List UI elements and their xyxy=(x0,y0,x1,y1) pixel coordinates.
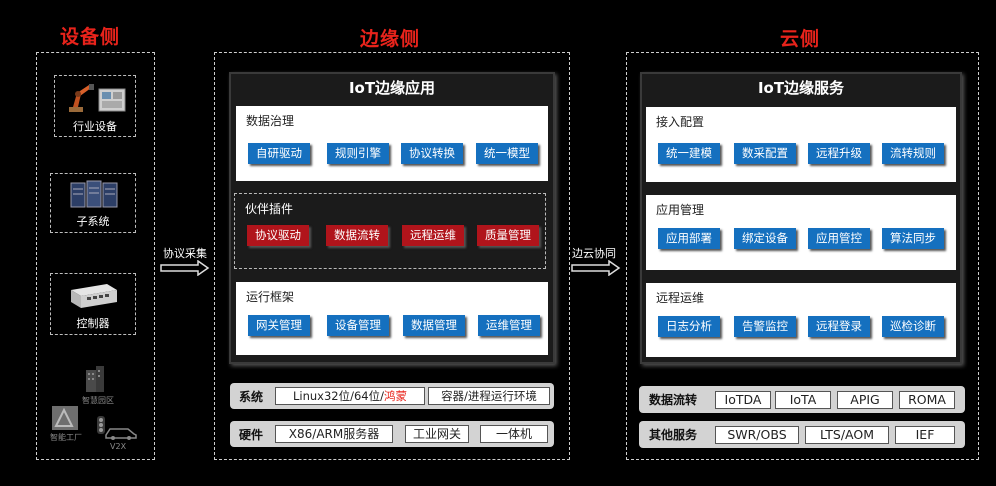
hardware-bar-label: 硬件 xyxy=(239,427,264,442)
chip-remote-upgrade: 远程升级 xyxy=(808,143,870,164)
hardware-bar: 硬件 X86/ARM服务器 工业网关 一体机 xyxy=(230,421,554,447)
hardware-server-cell: X86/ARM服务器 xyxy=(275,425,393,443)
smart-park-building-icon xyxy=(86,366,104,392)
chip-remote-login: 远程登录 xyxy=(808,316,870,337)
v2x-label: V2X xyxy=(110,442,127,451)
data-flow-bar: 数据流转 IoTDA IoTA APIG ROMA xyxy=(639,386,965,413)
system-bar: 系统 Linux32位/64位/鸿蒙 容器/进程运行环境 xyxy=(230,383,554,409)
device-side-container xyxy=(36,52,155,460)
protocol-collect-label: 协议采集 xyxy=(163,247,207,260)
iot-edge-service-title: IoT边缘服务 xyxy=(642,74,960,102)
app-mgmt-title: 应用管理 xyxy=(656,203,705,217)
chip-device-mgmt: 设备管理 xyxy=(327,315,389,336)
chip-bind-device: 绑定设备 xyxy=(734,228,796,249)
smart-factory-icon xyxy=(52,406,78,430)
edge-side-container xyxy=(214,52,570,460)
chip-unified-model: 统一模型 xyxy=(476,143,538,164)
edge-cloud-arrow-icon xyxy=(571,260,621,276)
industry-device-label: 行业设备 xyxy=(73,120,117,133)
cloud-side-container xyxy=(626,52,979,460)
iot-edge-app-title: IoT边缘应用 xyxy=(231,74,553,102)
other-services-bar-label: 其他服务 xyxy=(649,428,698,442)
service-iota-cell: IoTA xyxy=(775,391,831,409)
smart-park-label: 智慧园区 xyxy=(82,396,114,405)
edge-side-title: 边缘侧 xyxy=(359,28,420,50)
chip-data-flow: 数据流转 xyxy=(326,225,388,246)
system-os-cell: Linux32位/64位/鸿蒙 xyxy=(275,387,425,405)
chip-log-analysis: 日志分析 xyxy=(658,316,720,337)
partner-plugin-title: 伙伴插件 xyxy=(245,202,294,216)
data-flow-bar-label: 数据流转 xyxy=(649,393,698,407)
system-os-text: Linux32位/64位/ xyxy=(292,389,384,403)
chip-gateway-mgmt: 网关管理 xyxy=(248,315,310,336)
chip-quality-mgmt: 质量管理 xyxy=(477,225,539,246)
cloud-side-title: 云侧 xyxy=(779,28,820,50)
chip-algo-sync: 算法同步 xyxy=(882,228,944,249)
chip-unified-modeling: 统一建模 xyxy=(658,143,720,164)
data-governance-box: 数据治理 自研驱动 规则引擎 协议转换 统一模型 xyxy=(236,106,548,181)
service-ief-cell: IEF xyxy=(895,426,955,444)
controller-card: 控制器 xyxy=(50,273,136,335)
edge-cloud-label: 边云协同 xyxy=(572,247,616,260)
chip-alarm-monitor: 告警监控 xyxy=(734,316,796,337)
chip-app-control: 应用管控 xyxy=(808,228,870,249)
runtime-framework-title: 运行框架 xyxy=(246,290,295,304)
runtime-framework-box: 运行框架 网关管理 设备管理 数据管理 运维管理 xyxy=(236,282,548,355)
controller-label: 控制器 xyxy=(76,317,110,330)
smart-factory-label: 智能工厂 xyxy=(50,433,82,442)
app-mgmt-box: 应用管理 应用部署 绑定设备 应用管控 算法同步 xyxy=(646,195,956,270)
chip-rule-engine: 规则引擎 xyxy=(327,143,389,164)
chip-data-mgmt: 数据管理 xyxy=(403,315,465,336)
device-side-title: 设备侧 xyxy=(59,26,120,48)
protocol-collect-arrow-icon xyxy=(160,260,210,276)
system-container-cell: 容器/进程运行环境 xyxy=(428,387,550,405)
chip-app-deploy: 应用部署 xyxy=(658,228,720,249)
system-os-harmony: 鸿蒙 xyxy=(384,389,407,403)
chip-self-driver: 自研驱动 xyxy=(248,143,310,164)
remote-ops-title: 远程运维 xyxy=(656,291,705,305)
car-icon xyxy=(105,428,137,440)
system-bar-label: 系统 xyxy=(239,389,264,404)
hardware-gateway-cell: 工业网关 xyxy=(405,425,469,443)
industry-device-card: 行业设备 xyxy=(54,75,136,137)
service-roma-cell: ROMA xyxy=(899,391,955,409)
server-rack-icon xyxy=(70,180,118,208)
chip-flow-rules: 流转规则 xyxy=(882,143,944,164)
industrial-robot-icon xyxy=(69,84,126,112)
service-lts-aom-cell: LTS/AOM xyxy=(805,426,889,444)
chip-remote-ops: 远程运维 xyxy=(402,225,464,246)
service-iotda-cell: IoTDA xyxy=(715,391,771,409)
partner-plugin-box: 伙伴插件 协议驱动 数据流转 远程运维 质量管理 xyxy=(234,193,546,269)
controller-box-icon xyxy=(71,284,117,308)
remote-ops-box: 远程运维 日志分析 告警监控 远程登录 巡检诊断 xyxy=(646,283,956,357)
chip-inspection: 巡检诊断 xyxy=(882,316,944,337)
service-apig-cell: APIG xyxy=(837,391,893,409)
chip-protocol-convert: 协议转换 xyxy=(401,143,463,164)
chip-collection-config: 数采配置 xyxy=(734,143,796,164)
subsystem-card: 子系统 xyxy=(50,173,136,233)
chip-ops-mgmt: 运维管理 xyxy=(478,315,540,336)
access-config-title: 接入配置 xyxy=(656,115,705,129)
access-config-box: 接入配置 统一建模 数采配置 远程升级 流转规则 xyxy=(646,107,956,182)
hardware-allinone-cell: 一体机 xyxy=(480,425,548,443)
service-swr-obs-cell: SWR/OBS xyxy=(715,426,799,444)
subsystem-label: 子系统 xyxy=(76,215,110,228)
traffic-light-icon xyxy=(97,416,105,434)
chip-protocol-driver: 协议驱动 xyxy=(247,225,309,246)
data-governance-title: 数据治理 xyxy=(246,114,295,128)
other-services-bar: 其他服务 SWR/OBS LTS/AOM IEF xyxy=(639,421,965,448)
